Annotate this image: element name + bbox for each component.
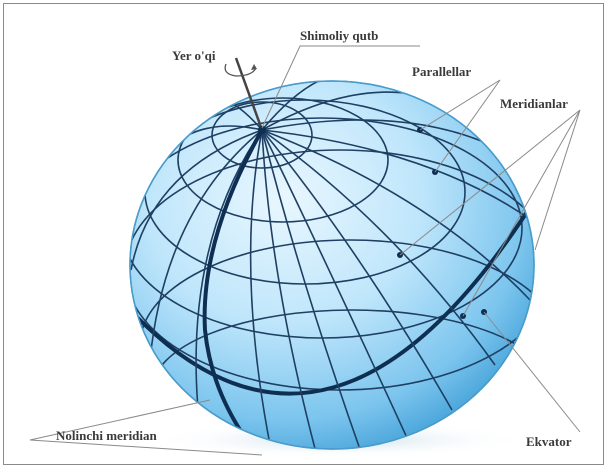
meridian-line bbox=[130, 129, 263, 271]
north-pole-dot bbox=[258, 126, 266, 134]
meridian-line bbox=[261, 129, 531, 301]
parallel-line bbox=[177, 97, 389, 223]
meridian-line bbox=[261, 129, 319, 449]
leader-meridians bbox=[399, 109, 581, 317]
label-equator: Ekvator bbox=[526, 434, 572, 449]
label-meridians: Meridianlar bbox=[500, 96, 568, 111]
leader-prime-meridian bbox=[29, 399, 263, 456]
globe-outline bbox=[129, 80, 535, 450]
equator-line bbox=[130, 196, 534, 396]
meridian-line bbox=[261, 129, 496, 366]
earth-axis bbox=[234, 57, 264, 131]
meridian-line bbox=[261, 129, 453, 411]
meridian-line bbox=[261, 129, 534, 231]
globe-sphere bbox=[129, 80, 535, 450]
leader-north-pole bbox=[261, 45, 420, 129]
meridian-line bbox=[261, 129, 409, 441]
arrowhead-icon bbox=[251, 64, 257, 70]
meridian-line bbox=[249, 129, 273, 449]
meridian-line bbox=[195, 129, 263, 431]
label-axis: Yer o'qi bbox=[172, 48, 216, 63]
meridian-line bbox=[149, 129, 263, 361]
meridian-line bbox=[261, 129, 363, 449]
rotation-arrow-icon bbox=[224, 63, 257, 77]
label-parallels: Parallellar bbox=[412, 64, 471, 79]
leader-parallels bbox=[419, 79, 501, 173]
label-prime-meridian: Nolinchi meridian bbox=[56, 428, 158, 443]
parallel-line bbox=[211, 101, 313, 169]
label-north-pole: Shimoliy qutb bbox=[300, 28, 378, 43]
leader-equator bbox=[483, 311, 581, 433]
prime-meridian-line bbox=[202, 129, 264, 449]
